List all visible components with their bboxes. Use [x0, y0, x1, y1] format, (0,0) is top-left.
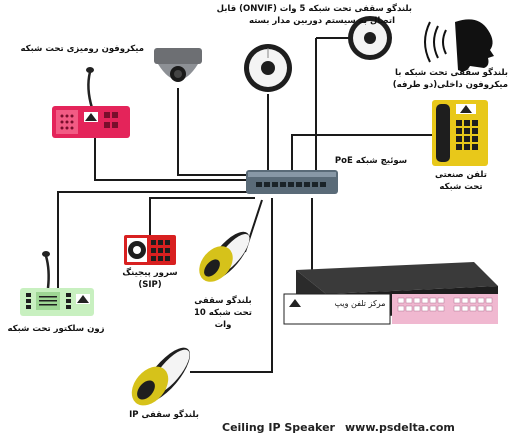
- voip-pbx: [283, 262, 498, 325]
- footer-website[interactable]: www.psdelta.com: [345, 421, 455, 434]
- ceiling-speaker-top: [244, 44, 292, 92]
- label-ceiling-with-mic-line2: میکروفون داخلی(دو طرفه): [392, 80, 508, 90]
- label-paging-server-line1: سرور پیجینگ: [122, 268, 178, 278]
- desktop-microphone: [52, 67, 130, 138]
- dome-camera: [154, 48, 202, 82]
- label-ceiling-5w-onvif-line1: بلندگو سقفی تحت شبکه 5 وات (ONVIF) قابل: [216, 4, 412, 14]
- ceiling-speaker-ip: [131, 347, 191, 406]
- label-industrial-phone-line1: تلفن صنعتی: [435, 170, 487, 180]
- speaking-head-icon: [424, 19, 494, 72]
- label-zone-selector: زون سلکتور تحت شبکه: [7, 324, 105, 334]
- label-ceiling-10w-line2: تحت شبکه 10: [193, 308, 252, 318]
- label-ceiling-5w-onvif-line2: اتصال به سیستم دوربین مدار بسته: [248, 16, 396, 26]
- footer-title: Ceiling IP Speaker: [222, 421, 335, 434]
- label-paging-server-line2: (SIP): [138, 280, 162, 290]
- label-desktop-mic: میکروفون رومیزی تحت شبکه: [20, 44, 144, 54]
- poe-switch: [246, 170, 338, 194]
- ceiling-speaker-with-mic: [348, 16, 392, 60]
- connection-lines: [57, 37, 432, 373]
- label-voip-pbx: مرکز تلفن ویپ: [334, 299, 386, 308]
- label-ceiling-with-mic-line1: بلندگو سقفی تحت شبکه با: [395, 68, 508, 78]
- label-poe-switch: سوئیچ شبکه PoE: [334, 156, 408, 166]
- ceiling-speaker-10w: [199, 231, 250, 282]
- industrial-phone: [432, 100, 488, 166]
- paging-server: [124, 235, 176, 265]
- zone-selector: [20, 251, 94, 316]
- label-ceiling-10w-line1: بلندگو سقفی: [194, 296, 252, 306]
- label-ceiling-10w-line3: وات: [214, 320, 232, 330]
- label-ip-ceiling: بلندگو سقفی IP: [129, 410, 199, 420]
- label-industrial-phone-line2: تحت شبکه: [439, 182, 483, 192]
